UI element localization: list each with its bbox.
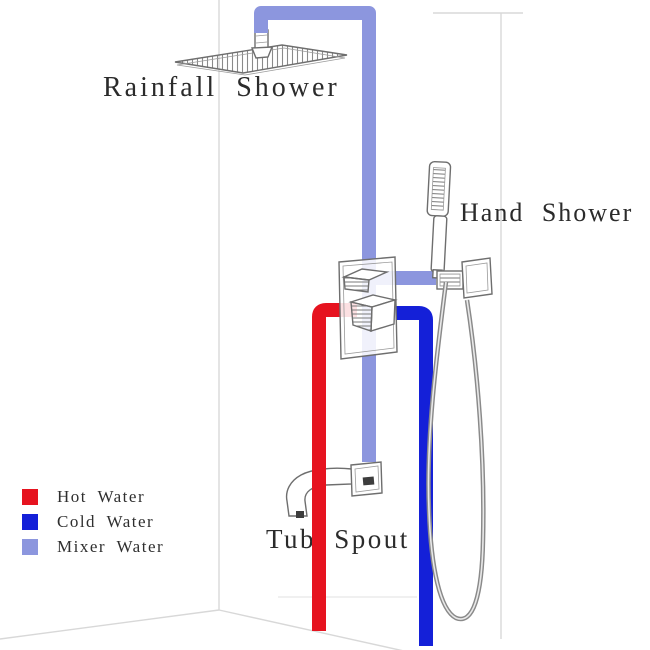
legend-label: Cold Water xyxy=(57,511,155,531)
rainfall-shower-label: Rainfall Shower xyxy=(103,72,340,103)
hand-shower-fixture xyxy=(426,160,493,299)
legend: Hot Water Cold Water Mixer Water xyxy=(22,484,164,559)
legend-item-mixer-water: Mixer Water xyxy=(22,534,164,559)
hot-water-pipe xyxy=(312,303,357,631)
legend-item-cold-water: Cold Water xyxy=(22,509,164,534)
tub-spout-fixture xyxy=(285,461,383,518)
cold-water-swatch xyxy=(22,513,38,530)
hand-shower-wand xyxy=(426,160,452,279)
legend-label: Hot Water xyxy=(57,486,146,506)
wall-and-floor-lines xyxy=(0,0,523,650)
hand-shower-label: Hand Shower xyxy=(460,198,633,227)
rainfall-shower-head xyxy=(174,29,348,76)
valve-diverter-knob xyxy=(341,268,390,293)
valve-mixer-handle xyxy=(348,294,398,332)
mixer-water-swatch xyxy=(22,538,38,555)
diagram-labels: Rainfall Shower Hand Shower Tub Spout xyxy=(103,72,633,554)
legend-item-hot-water: Hot Water xyxy=(22,484,164,509)
mixer-valve xyxy=(338,256,398,360)
cold-water-pipe xyxy=(389,306,433,646)
mixer-water-pipe-main xyxy=(254,6,376,462)
tub-spout-label: Tub Spout xyxy=(266,524,410,554)
hot-water-swatch xyxy=(22,488,38,505)
legend-label: Mixer Water xyxy=(57,536,165,556)
shower-hose xyxy=(426,281,486,622)
